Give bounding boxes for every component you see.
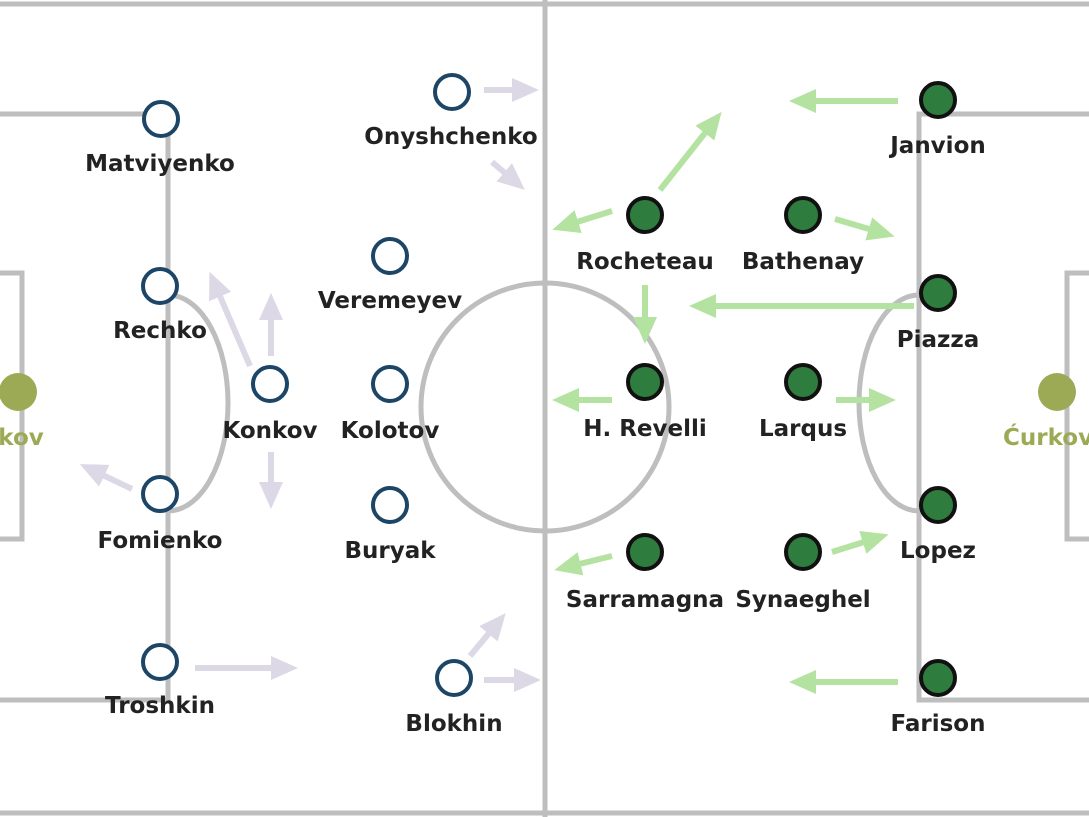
player-name: Rocheteau	[576, 249, 714, 275]
player-farison: Farison	[891, 659, 986, 737]
player-name: Veremeyev	[318, 288, 462, 314]
movement-arrow	[834, 216, 895, 241]
player-synaeghel: Synaeghel	[735, 533, 871, 613]
player-name: Buryak	[344, 538, 436, 564]
player-name: Janvion	[888, 133, 986, 159]
goalkeeper-marker	[1038, 373, 1076, 411]
player-larqus: Larqus	[759, 363, 847, 442]
player-name: Bathenay	[742, 249, 864, 275]
movement-arrow	[831, 530, 889, 555]
player-troshkin: Troshkin	[105, 643, 215, 719]
goalkeeper-name: Rudakov	[0, 425, 44, 451]
player-marker	[141, 643, 179, 681]
player-marker	[141, 475, 179, 513]
player-name: Lopez	[900, 538, 976, 564]
movement-arrow	[467, 613, 506, 658]
player-name: Matviyenko	[85, 151, 235, 177]
player-piazza: Piazza	[897, 274, 980, 353]
player-marker	[919, 486, 957, 524]
player-rechko: Rechko	[113, 267, 207, 344]
player-name: Piazza	[897, 327, 980, 353]
player-marker	[919, 274, 957, 312]
player-marker	[251, 365, 289, 403]
player-name: Konkov	[222, 418, 317, 444]
player-name: Kolotov	[341, 418, 440, 444]
player-marker	[141, 267, 179, 305]
player-marker	[371, 237, 409, 275]
player-marker	[626, 533, 664, 571]
player-name: Sarramagna	[566, 587, 724, 613]
player-h-revelli: H. Revelli	[583, 363, 707, 442]
player-marker	[626, 196, 664, 234]
player-janvion: Janvion	[888, 81, 986, 159]
player-onyshchenko: Onyshchenko	[364, 73, 538, 150]
movement-arrow	[554, 552, 613, 576]
player-konkov: Konkov	[222, 365, 318, 444]
goalkeeper-marker	[0, 373, 37, 411]
right-penalty-area	[916, 111, 1089, 703]
movement-arrow	[79, 464, 134, 492]
player-marker	[626, 363, 664, 401]
away-movement-arrows	[552, 89, 914, 694]
player-marker	[919, 81, 957, 119]
player-kolotov: Kolotov	[341, 365, 440, 444]
movement-arrow	[552, 208, 613, 234]
home-team: Rudakov Matviyenko Rechko Konkov Fomienk…	[0, 73, 538, 737]
movement-arrow	[490, 159, 525, 190]
player-name: Blokhin	[405, 711, 502, 737]
player-marker	[919, 659, 957, 697]
player-name: Troshkin	[105, 693, 215, 719]
player-name: Onyshchenko	[364, 124, 537, 150]
away-team: Ćurkovic Janvion Rocheteau Bathenay Piaz…	[566, 81, 1089, 737]
movement-arrow	[657, 111, 722, 192]
right-goal-area	[1064, 270, 1089, 542]
player-name: Synaeghel	[735, 587, 870, 613]
home-movement-arrows	[79, 78, 541, 692]
goalkeeper-name: Ćurkovic	[1003, 423, 1089, 451]
player-marker	[371, 486, 409, 524]
player-marker	[784, 363, 822, 401]
player-buryak: Buryak	[344, 486, 436, 564]
movement-arrow	[209, 271, 253, 368]
player-name: Fomienko	[98, 528, 223, 554]
player-veremeyev: Veremeyev	[318, 237, 462, 314]
player-bathenay: Bathenay	[742, 196, 864, 275]
player-marker	[784, 533, 822, 571]
player-marker	[371, 365, 409, 403]
player-lopez: Lopez	[900, 486, 976, 564]
player-marker	[433, 73, 471, 111]
player-fomienko: Fomienko	[98, 475, 223, 554]
player-name: Larqus	[759, 416, 847, 442]
player-name: Farison	[891, 711, 986, 737]
left-penalty-arc	[167, 292, 231, 514]
centre-circle	[418, 280, 672, 534]
player-marker	[784, 196, 822, 234]
player-name: H. Revelli	[583, 416, 707, 442]
player-sarramagna: Sarramagna	[566, 533, 724, 613]
player-marker	[435, 659, 473, 697]
player-rocheteau: Rocheteau	[576, 196, 714, 275]
left-penalty-area	[0, 111, 171, 703]
player-marker	[142, 100, 180, 138]
player-blokhin: Blokhin	[405, 659, 503, 737]
player-matviyenko: Matviyenko	[85, 100, 235, 177]
player-name: Rechko	[113, 318, 207, 344]
